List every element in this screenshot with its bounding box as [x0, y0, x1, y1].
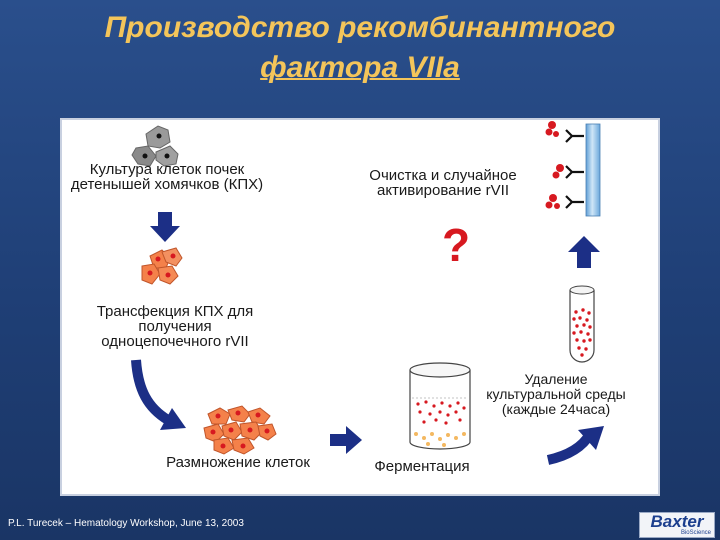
curved-arrow-up-right [548, 426, 604, 460]
question-mark: ? [442, 222, 470, 268]
baxter-logo-sub: BioScience [681, 530, 711, 537]
label-fermentation: Ферментация [356, 459, 488, 474]
label-purification-line1: Очистка и случайное [340, 168, 546, 183]
baxter-logo-brand: Baxter [642, 512, 712, 532]
label-purification: Очистка и случайное активирование rVII [340, 168, 546, 198]
down-arrow-1 [150, 212, 180, 242]
label-transfection-line3: одноцепочечного rVII [62, 334, 288, 349]
label-cho-culture-line1: Культура клеток почек [62, 162, 272, 177]
label-cho-culture-line2: детенышей хомячков (КПХ) [62, 177, 272, 192]
curved-arrow-down-right [136, 360, 186, 430]
label-transfection: Трансфекция КПХ для получения одноцепоче… [62, 304, 288, 349]
factor-vii-molecules [546, 121, 565, 209]
label-purification-line2: активирование rVII [340, 183, 546, 198]
antibody-y-icon [566, 130, 584, 208]
label-medium-removal: Удаление культуральной среды (каждые 24ч… [470, 372, 642, 417]
chromatography-column-icon [586, 124, 600, 216]
label-medium-removal-line3: (каждые 24часа) [470, 402, 642, 417]
right-arrow [330, 426, 362, 454]
fermenter-vessel-icon [410, 363, 470, 449]
label-transfection-line2: получения [62, 319, 288, 334]
label-medium-removal-line2: культуральной среды [470, 387, 642, 402]
up-arrow [568, 236, 600, 268]
test-tube-icon [570, 286, 594, 362]
baxter-logo: Baxter BioScience [639, 512, 715, 538]
label-medium-removal-line1: Удаление [470, 372, 642, 387]
grey-cell-cluster-icon [132, 126, 178, 166]
label-cho-culture: Культура клеток почек детенышей хомячков… [62, 162, 272, 192]
footer-citation: P.L. Turecek – Hematology Workshop, June… [8, 518, 244, 530]
transfected-cell-cluster-icon [142, 248, 182, 284]
label-cell-expansion: Размножение клеток [140, 455, 336, 470]
label-transfection-line1: Трансфекция КПХ для [62, 304, 288, 319]
expanded-cell-cluster-icon [204, 406, 276, 454]
